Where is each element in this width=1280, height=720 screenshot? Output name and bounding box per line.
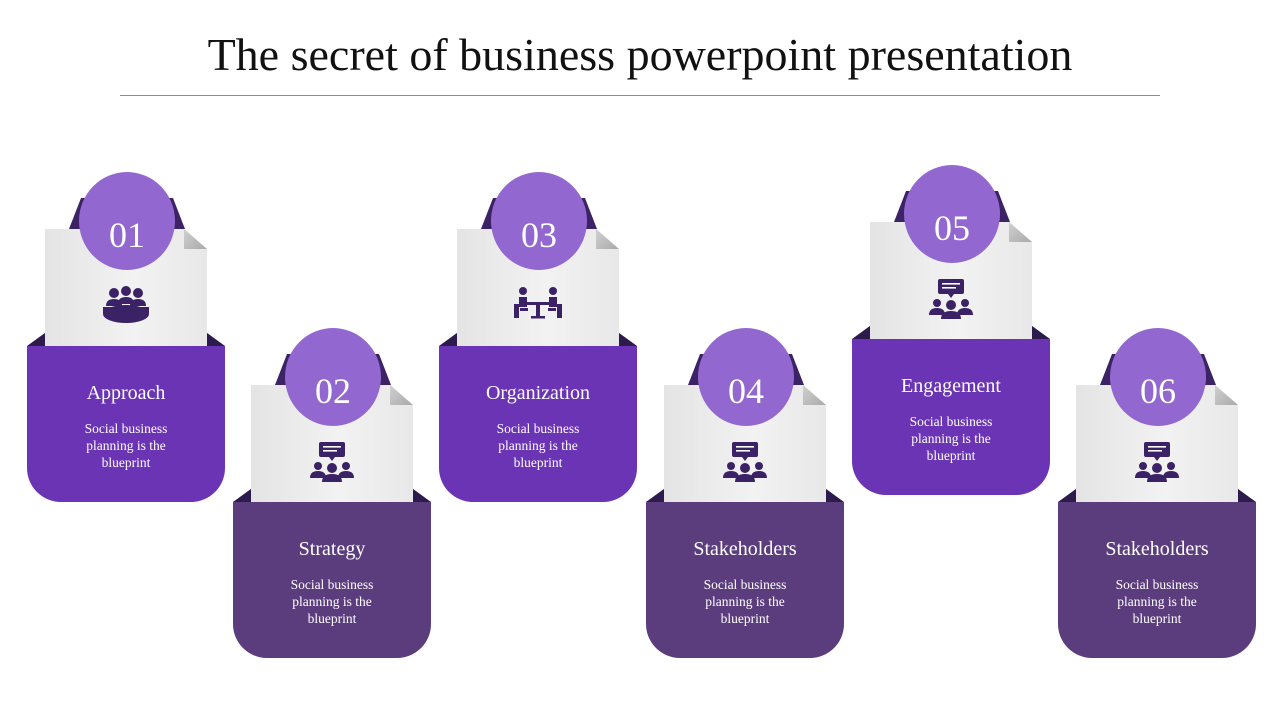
step-card-2: 02 Strategy Social business planning is … <box>233 328 433 664</box>
step-number: 06 <box>1140 371 1176 411</box>
card-base <box>233 502 431 658</box>
page-title: The secret of business powerpoint presen… <box>207 29 1073 80</box>
step-card-3: 03 Organization Social business planning… <box>439 172 639 508</box>
step-description: Social business planning is the blueprin… <box>909 414 993 463</box>
step-number-badge: 04 <box>698 328 794 426</box>
title-divider <box>120 95 1160 96</box>
card-base <box>27 346 225 502</box>
presentation-group-icon <box>1131 442 1183 482</box>
step-label: Stakeholders <box>693 538 797 560</box>
step-number: 02 <box>315 371 351 411</box>
step-number: 05 <box>934 208 970 248</box>
step-card-5: 05 Engagement Social business planning i… <box>852 165 1052 501</box>
two-people-desk-icon <box>512 286 564 326</box>
meeting-table-icon <box>100 286 152 326</box>
step-description: Social business planning is the blueprin… <box>290 577 374 626</box>
step-label: Approach <box>86 382 166 404</box>
presentation-group-icon <box>719 442 771 482</box>
step-card-1: 01 Approach Social business planning is … <box>27 172 227 508</box>
card-base <box>646 502 844 658</box>
step-number-badge: 01 <box>79 172 175 270</box>
step-description: Social business planning is the blueprin… <box>84 421 168 470</box>
step-description: Social business planning is the blueprin… <box>1115 577 1199 626</box>
step-number-badge: 02 <box>285 328 381 426</box>
step-number: 04 <box>728 371 764 411</box>
step-label: Organization <box>485 382 591 404</box>
step-number: 03 <box>521 215 557 255</box>
step-card-4: 04 Stakeholders Social business planning… <box>646 328 846 664</box>
presentation-group-icon <box>306 442 358 482</box>
card-base <box>439 346 637 502</box>
step-number: 01 <box>109 215 145 255</box>
card-base <box>1058 502 1256 658</box>
card-base <box>852 339 1050 495</box>
step-number-badge: 06 <box>1110 328 1206 426</box>
step-label: Strategy <box>298 538 366 560</box>
step-description: Social business planning is the blueprin… <box>496 421 580 470</box>
presentation-group-icon <box>925 279 977 319</box>
step-label: Stakeholders <box>1105 538 1209 560</box>
step-number-badge: 05 <box>904 165 1000 263</box>
step-card-6: 06 Stakeholders Social business planning… <box>1058 328 1258 664</box>
step-label: Engagement <box>901 375 1001 397</box>
step-description: Social business planning is the blueprin… <box>703 577 787 626</box>
step-number-badge: 03 <box>491 172 587 270</box>
